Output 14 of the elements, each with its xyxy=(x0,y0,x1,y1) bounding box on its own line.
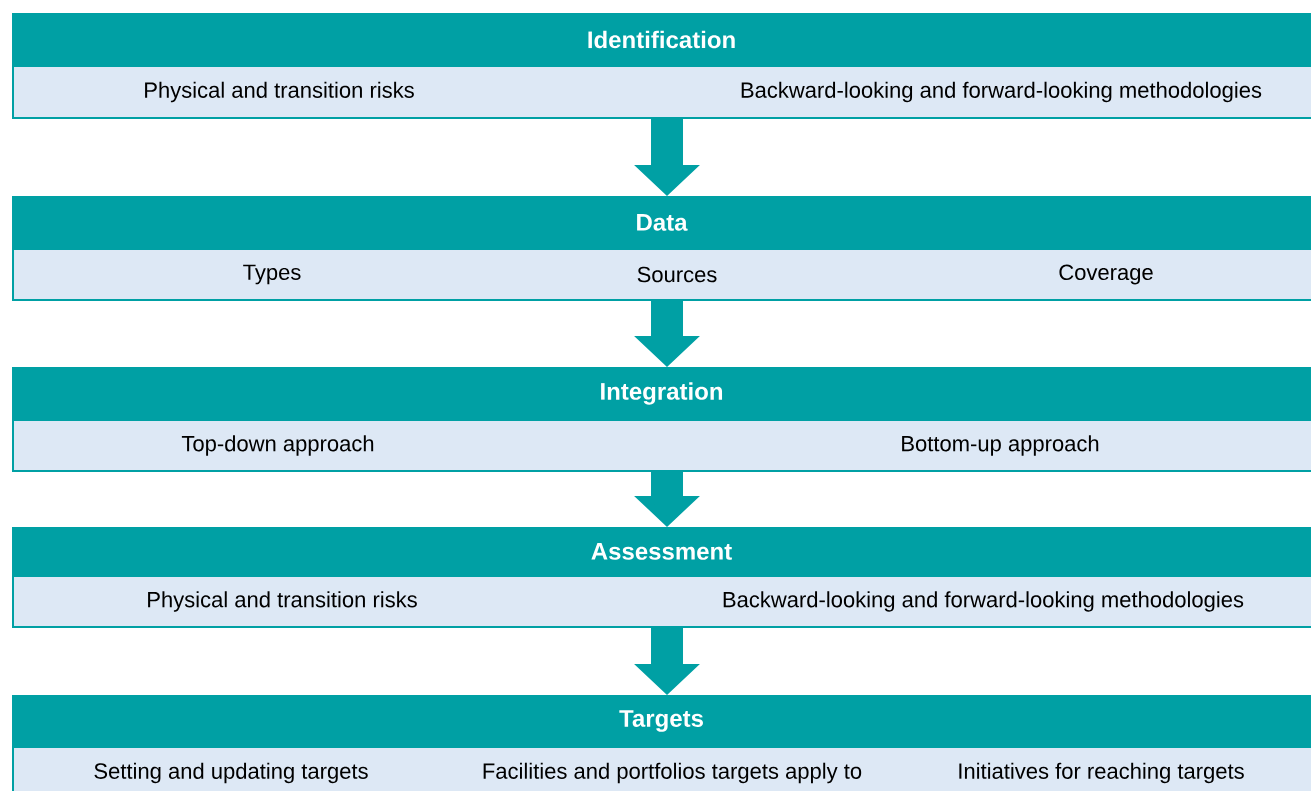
item-label: Coverage xyxy=(1059,264,1153,285)
item-label: Setting and updating targets xyxy=(94,762,368,784)
stage-header: Targets xyxy=(12,695,1311,747)
item-label: Sources xyxy=(637,266,717,283)
item-label: Backward-looking and forward-looking methodologies xyxy=(741,81,1262,103)
item-label: Top-down approach xyxy=(181,435,374,456)
item-label: Bottom-up approach xyxy=(902,435,1099,456)
item-label: Initiatives for reaching targets xyxy=(959,762,1244,784)
item-label: Types xyxy=(243,264,301,285)
item-label: Backward-looking and forward-looking methodologies xyxy=(723,591,1244,612)
item-label: Physical and transition risks xyxy=(148,591,417,612)
stage-header: Identification xyxy=(12,13,1311,66)
item-label: Physical and transition risks xyxy=(145,81,414,103)
item-label: Facilities and portfolios targets apply to xyxy=(483,762,862,784)
